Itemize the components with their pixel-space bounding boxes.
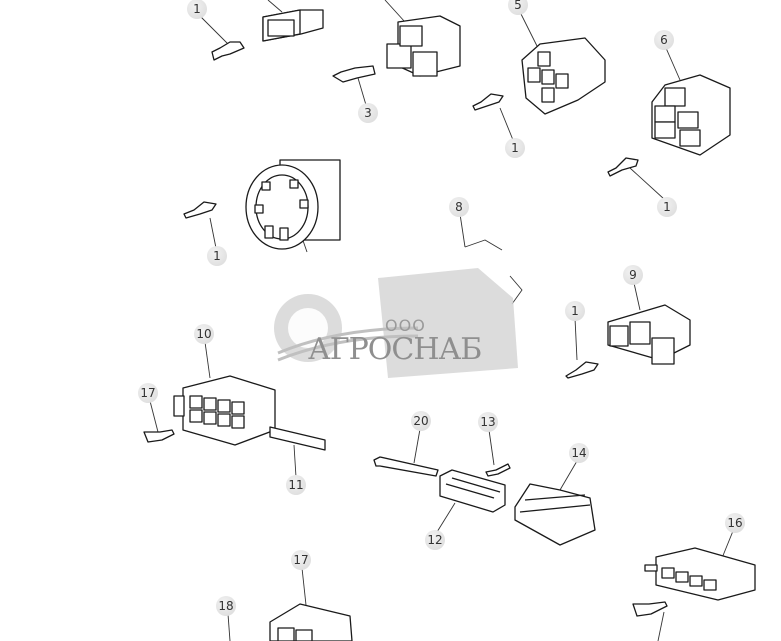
terminal-3 [332,65,376,83]
callout-20: 20 [411,411,431,431]
connector-housing-14 [514,483,596,546]
leader-lines [149,0,734,641]
callout-1: 1 [565,301,585,321]
locking-strip [269,426,326,451]
callout-17: 17 [138,383,158,403]
callout-13: 13 [478,412,498,432]
terminal-pin [183,41,639,379]
callout-1: 1 [657,197,677,217]
strip-20 [373,456,439,477]
connector-housing-double [386,15,461,77]
connector-housing-hex [521,37,606,115]
callout-10: 10 [194,324,214,344]
connector-housing-stacked [651,74,731,156]
connector-housing-8way [173,375,276,446]
callout-1: 1 [207,246,227,266]
callout-6: 6 [654,30,674,50]
watermark-prefix: ООО [385,316,426,335]
callout-9: 9 [623,265,643,285]
callout-11: 11 [286,475,306,495]
callout-8: 8 [449,197,469,217]
terminal-13 [485,463,511,477]
callout-12: 12 [425,530,445,550]
connector-housing-16 [644,547,756,601]
callout-16: 16 [725,513,745,533]
connector-multipin [439,469,506,513]
callout-5: 5 [508,0,528,15]
callout-14: 14 [569,443,589,463]
callout-17: 17 [291,550,311,570]
watermark-logo [274,268,518,378]
callout-3: 3 [358,103,378,123]
terminal-18 [632,601,668,617]
terminal-17 [143,429,175,443]
connector-housing-single [262,9,324,42]
callout-1: 1 [505,138,525,158]
connector-housing-triple [607,304,691,365]
connector-housing-17 [269,603,353,641]
callout-18: 18 [216,596,236,616]
watermark-name: АГРОСНАБ [308,332,482,367]
callout-1: 1 [187,0,207,19]
connector-round [245,159,341,250]
